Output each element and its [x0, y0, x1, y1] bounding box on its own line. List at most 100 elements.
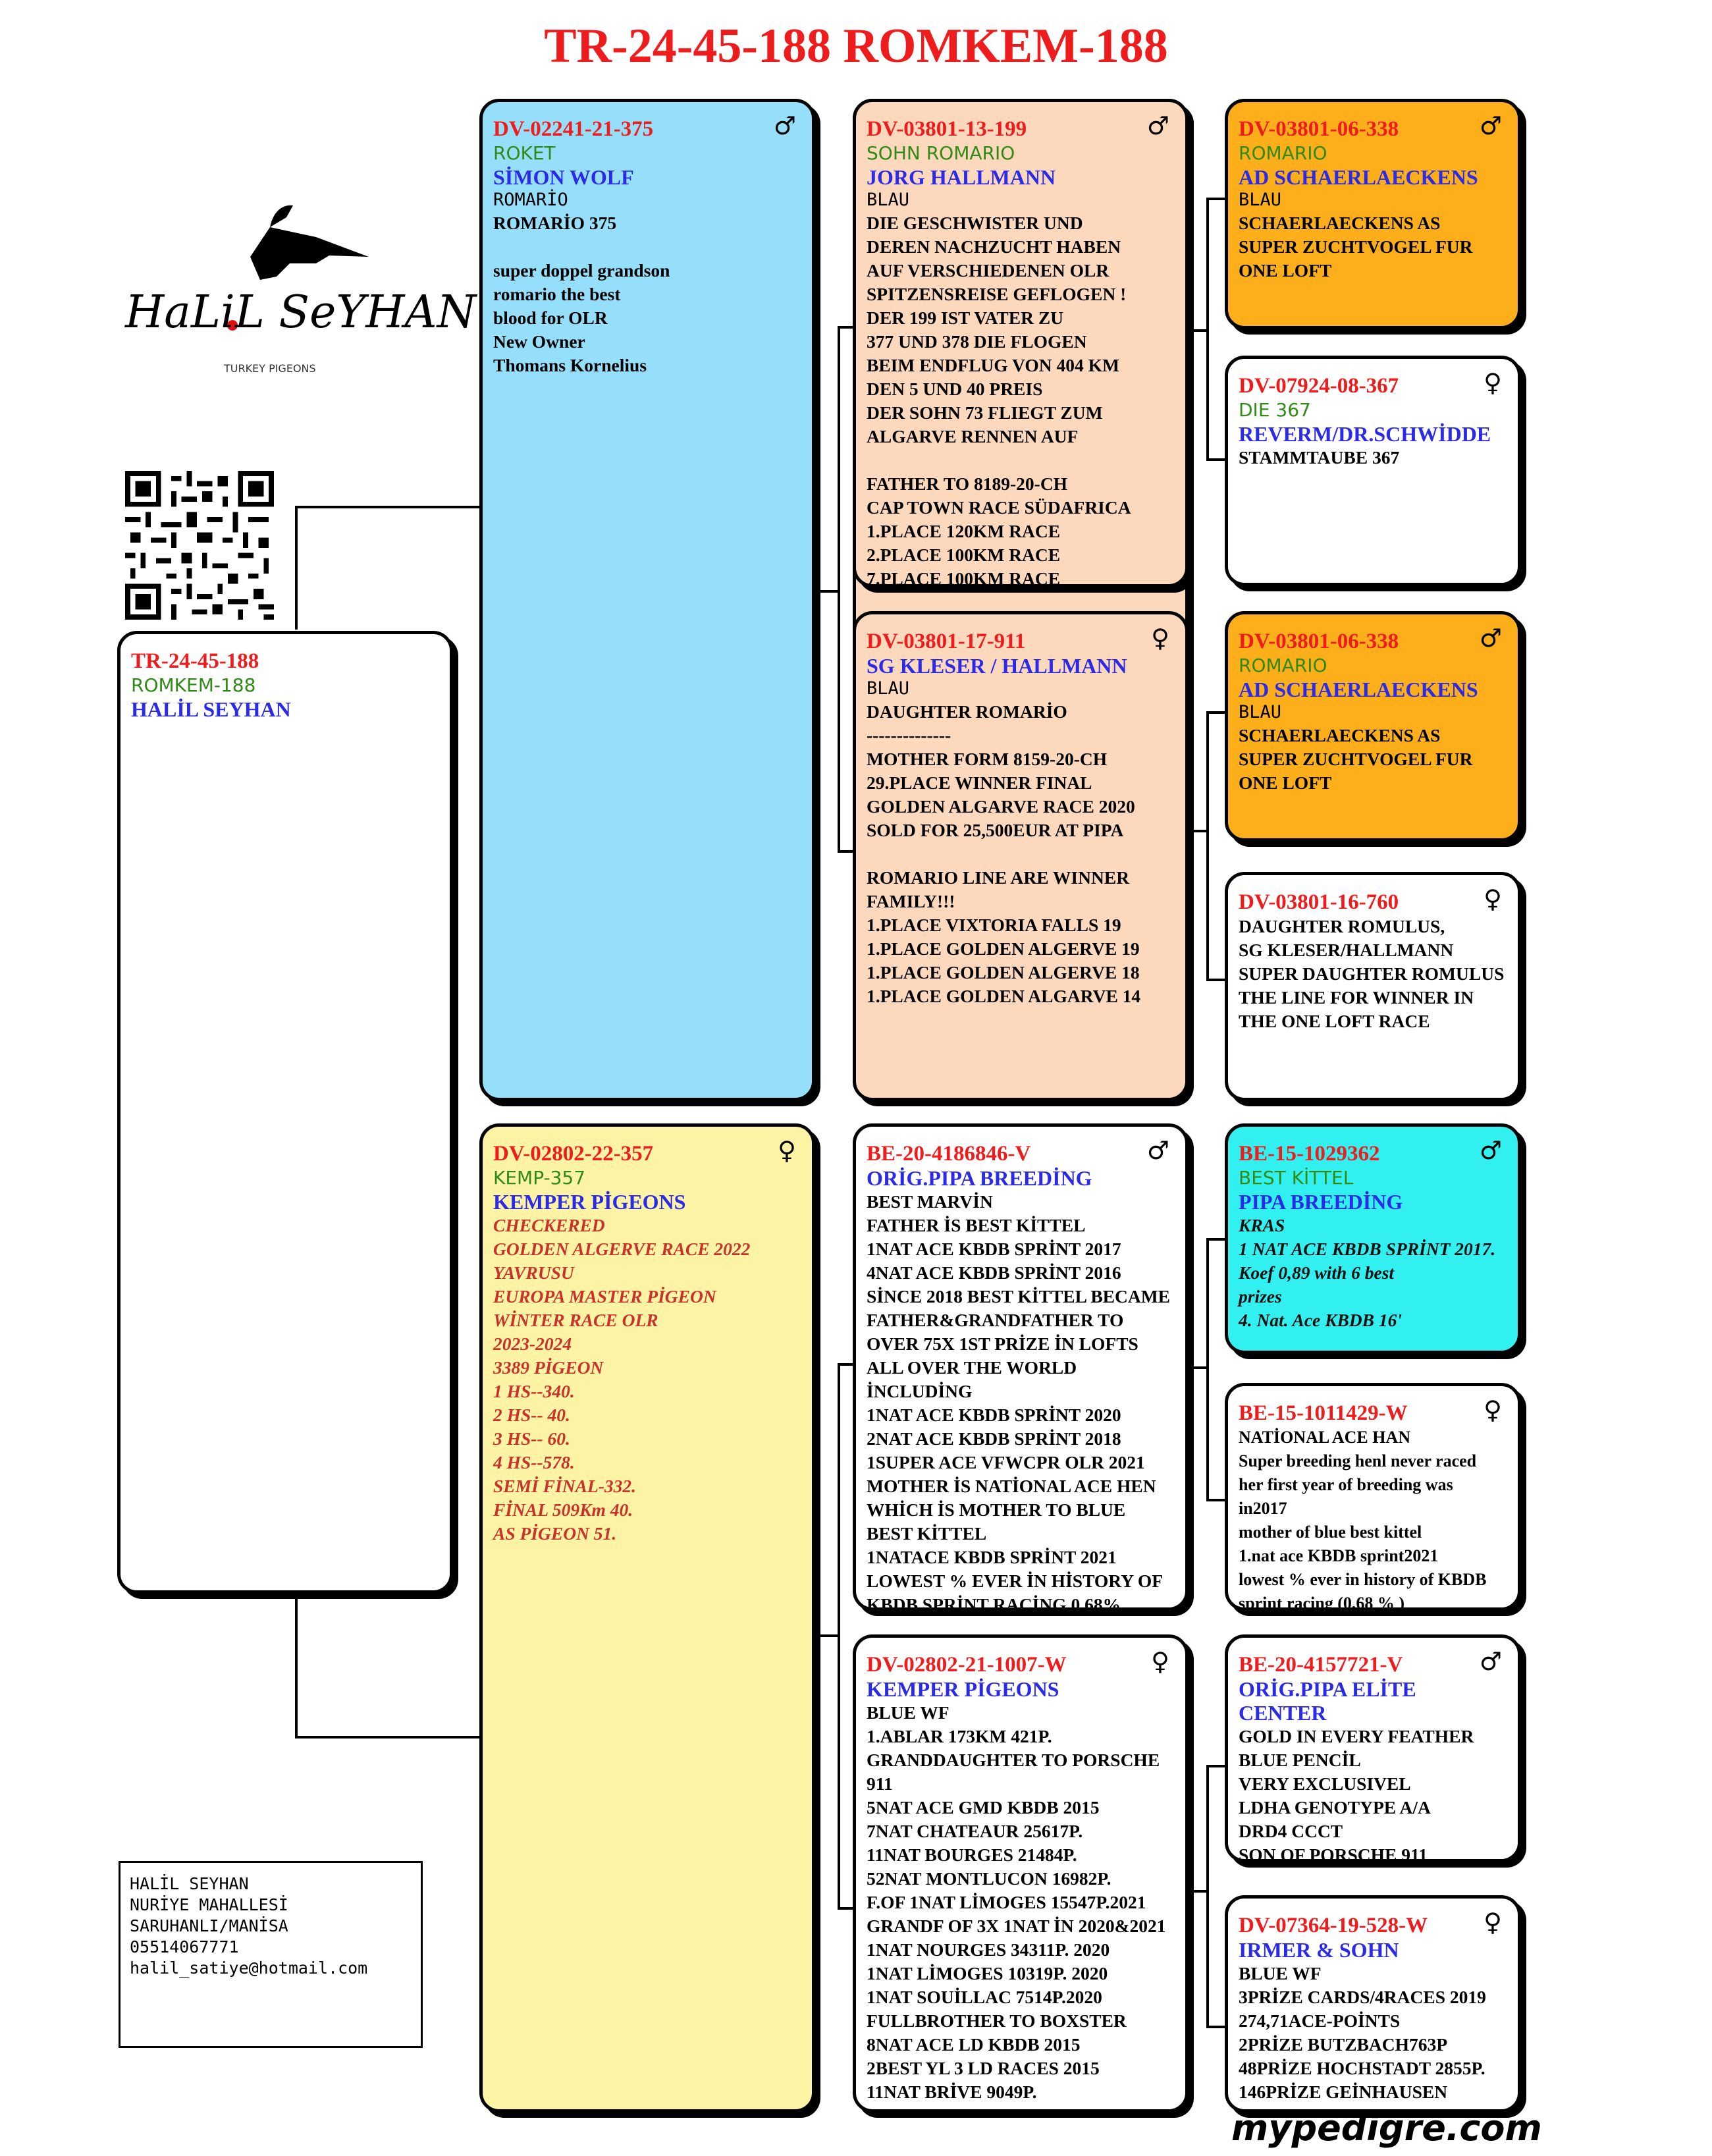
connector: [838, 1363, 840, 1910]
sire-notes: ROMARİO 375 super doppel grandson romari…: [493, 213, 670, 375]
ddd-notes: 3PRİZE CARDS/4RACES 2019 274,71ACE-POİNT…: [1239, 1987, 1486, 2109]
sire-sire-name: SOHN ROMARIO: [867, 142, 1015, 164]
sds-color: BLAU: [1239, 702, 1282, 722]
sds-notes: SCHAERLAECKENS AS SUPER ZUCHTVOGEL FUR O…: [1239, 725, 1473, 793]
sds-name: ROMARIO: [1239, 655, 1327, 676]
ssd-breeder: REVERM/DR.SCHWİDDE: [1239, 422, 1491, 446]
dds-card: ♂ BE-20-4157721-V ORİG.PIPA ELİTE CENTER…: [1225, 1634, 1521, 1862]
dds-ring: BE-20-4157721-V: [1239, 1653, 1403, 1677]
ddd-ring: DV-07364-19-528-W: [1239, 1914, 1428, 1937]
subject-card: TR-24-45-188 ROMKEM-188 HALİL SEYHAN: [117, 631, 453, 1594]
dam-sire-notes: BEST MARVİN FATHER İS BEST KİTTEL 1NAT A…: [867, 1191, 1171, 1611]
qr-code-icon: [125, 471, 274, 620]
dss-name: BEST KİTTEL: [1239, 1167, 1354, 1189]
owner-address: HALİL SEYHAN NURİYE MAHALLESİ SARUHANLI/…: [119, 1861, 423, 2048]
sire-ring: DV-02241-21-375: [493, 117, 654, 141]
connector: [1206, 458, 1226, 461]
sdd-notes: DAUGHTER ROMULUS, SG KLESER/HALLMANN SUP…: [1239, 916, 1505, 1031]
connector: [1206, 711, 1226, 714]
dam-name: KEMP-357: [493, 1167, 586, 1189]
footer-brand: mypedigre.com: [1231, 2107, 1542, 2149]
dss-notes: KRAS 1 NAT ACE KBDB SPRİNT 2017. Koef 0,…: [1239, 1215, 1496, 1330]
sire-sire-card: ♂ DV-03801-13-199 SOHN ROMARIO JORG HALL…: [853, 99, 1189, 587]
dam-dam-breeder: KEMPER PİGEONS: [867, 1677, 1059, 1701]
female-icon: ♀: [778, 1136, 796, 1165]
male-icon: ♂: [1479, 1136, 1502, 1165]
connector: [838, 326, 840, 853]
sire-dam-ring: DV-03801-17-911: [867, 630, 1026, 653]
male-icon: ♂: [1479, 624, 1502, 653]
sire-dam-breeder: SG KLESER / HALLMANN: [867, 654, 1127, 678]
dam-dam-ring: DV-02802-21-1007-W: [867, 1653, 1067, 1677]
eagle-icon: [227, 205, 369, 331]
sss-breeder: AD SCHAERLAECKENS: [1239, 165, 1478, 189]
logo-script: HaLiL SeYHAN: [125, 286, 477, 338]
connector: [838, 1907, 857, 1910]
dsd-notes: NATİONAL ACE HAN Super breeding henl nev…: [1239, 1428, 1487, 1611]
ssd-card: ♀ DV-07924-08-367 DIE 367 REVERM/DR.SCHW…: [1225, 356, 1521, 586]
connector: [1206, 198, 1226, 200]
dam-breeder: KEMPER PİGEONS: [493, 1190, 686, 1214]
connector: [1206, 2026, 1226, 2028]
subject-ring: TR-24-45-188: [131, 649, 259, 673]
sds-breeder: AD SCHAERLAECKENS: [1239, 678, 1478, 701]
connector: [1206, 1765, 1226, 1767]
dam-dam-card: ♀ DV-02802-21-1007-W KEMPER PİGEONS BLUE…: [853, 1634, 1189, 2113]
connector: [1206, 711, 1209, 981]
connector: [1206, 1238, 1209, 1501]
connector: [1206, 1499, 1226, 1501]
dsd-ring: BE-15-1011429-W: [1239, 1401, 1408, 1425]
logo-sub: TURKEY PIGEONS: [224, 362, 316, 375]
sire-sire-notes: DIE GESCHWISTER UND DEREN NACHZUCHT HABE…: [867, 213, 1131, 587]
sdd-ring: DV-03801-16-760: [1239, 890, 1399, 914]
female-icon: ♀: [1484, 368, 1502, 397]
ssd-ring: DV-07924-08-367: [1239, 374, 1399, 398]
dam-card: ♀ DV-02802-22-357 KEMP-357 KEMPER PİGEON…: [479, 1123, 815, 2113]
dss-ring: BE-15-1029362: [1239, 1142, 1380, 1166]
sire-dam-color: BLAU: [867, 678, 910, 699]
sire-color: ROMARİO: [493, 190, 568, 210]
sds-card: ♂ DV-03801-06-338 ROMARIO AD SCHAERLAECK…: [1225, 611, 1521, 842]
sdd-card: ♀ DV-03801-16-760 DAUGHTER ROMULUS, SG K…: [1225, 872, 1521, 1101]
sds-ring: DV-03801-06-338: [1239, 630, 1399, 653]
connector: [1206, 198, 1209, 461]
dam-sire-breeder: ORİG.PIPA BREEDİNG: [867, 1166, 1092, 1190]
subject-owner: HALİL SEYHAN: [131, 697, 291, 721]
sire-sire-color: BLAU: [867, 190, 910, 210]
subject-name: ROMKEM-188: [131, 674, 256, 696]
ddd-color: BLUE WF: [1239, 1963, 1322, 1983]
dam-dam-notes: BLUE WF 1.ABLAR 173KM 421P. GRANDDAUGHTE…: [867, 1702, 1166, 2109]
connector: [1206, 1238, 1226, 1241]
sire-card: ♂ DV-02241-21-375 ROKET SİMON WOLF ROMAR…: [479, 99, 815, 1101]
sss-card: ♂ DV-03801-06-338 ROMARIO AD SCHAERLAECK…: [1225, 99, 1521, 329]
dds-breeder: ORİG.PIPA ELİTE CENTER: [1239, 1677, 1416, 1725]
sire-dam-card: ♀ DV-03801-17-911 SG KLESER / HALLMANN B…: [853, 611, 1189, 1101]
female-icon: ♀: [1484, 1908, 1502, 1937]
female-icon: ♀: [1151, 1647, 1169, 1676]
ssd-notes: STAMMTAUBE 367: [1239, 447, 1400, 468]
female-icon: ♀: [1151, 624, 1169, 653]
male-icon: ♂: [1479, 1647, 1502, 1676]
connector: [816, 1634, 839, 1637]
ddd-card: ♀ DV-07364-19-528-W IRMER & SOHN BLUE WF…: [1225, 1895, 1521, 2113]
dam-notes: CHECKERED GOLDEN ALGERVE RACE 2022 YAVRU…: [493, 1215, 751, 1544]
ddd-breeder: IRMER & SOHN: [1239, 1938, 1399, 1962]
connector: [838, 1363, 857, 1366]
male-icon: ♂: [1146, 111, 1169, 140]
connector: [295, 1736, 481, 1738]
female-icon: ♀: [1484, 1395, 1502, 1424]
connector: [1189, 830, 1208, 832]
sire-sire-breeder: JORG HALLMANN: [867, 165, 1056, 189]
connector: [838, 850, 857, 853]
dam-sire-card: ♂ BE-20-4186846-V ORİG.PIPA BREEDİNG BES…: [853, 1123, 1189, 1611]
sire-sire-ring: DV-03801-13-199: [867, 117, 1027, 141]
female-icon: ♀: [1484, 884, 1502, 913]
male-icon: ♂: [1479, 111, 1502, 140]
dss-card: ♂ BE-15-1029362 BEST KİTTEL PIPA BREEDİN…: [1225, 1123, 1521, 1354]
connector: [1206, 979, 1226, 981]
dam-ring: DV-02802-22-357: [493, 1142, 654, 1166]
dam-sire-ring: BE-20-4186846-V: [867, 1142, 1031, 1166]
dss-breeder: PIPA BREEDİNG: [1239, 1190, 1403, 1214]
page-title: TR-24-45-188 ROMKEM-188: [544, 19, 1168, 73]
connector: [1189, 329, 1208, 332]
